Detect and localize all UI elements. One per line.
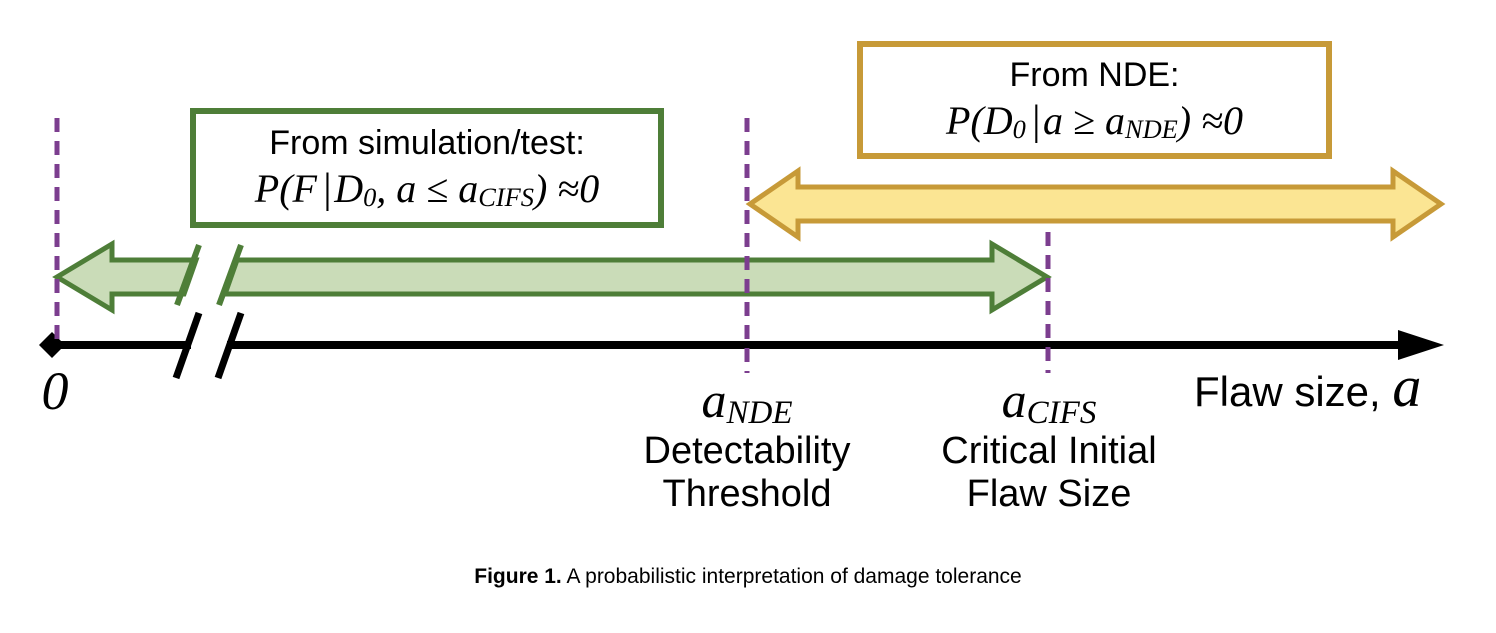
axis-arrowhead xyxy=(1398,330,1444,360)
formula-term: ) ≈0 xyxy=(1177,97,1244,143)
nde-callout-title: From NDE: xyxy=(1009,56,1180,95)
figure-caption: Figure 1. A probabilistic interpretation… xyxy=(0,565,1496,589)
origin-zero-label: 0 xyxy=(41,361,69,421)
simulation-callout-title: From simulation/test: xyxy=(269,124,585,163)
formula-subscript: CIFS xyxy=(478,182,534,213)
nde-marker-label: aNDE Detectability Threshold xyxy=(627,374,867,515)
marker-var-subscript: CIFS xyxy=(1026,394,1097,431)
conditional-bar: | xyxy=(1032,97,1041,144)
caption-number: Figure 1. xyxy=(474,565,562,588)
formula-term: P(F xyxy=(254,165,317,211)
nde-range-arrow xyxy=(745,166,1446,242)
cifs-desc-line1: Critical Initial xyxy=(941,430,1157,472)
cifs-marker-symbol: aCIFS xyxy=(917,372,1181,430)
axis-break-slash-right xyxy=(214,311,245,380)
arrow-break-slash-right xyxy=(216,243,244,307)
caption-text: A probabilistic interpretation of damage… xyxy=(561,565,1022,588)
simulation-callout-box: From simulation/test: P(F|D0, a ≤ aCIFS)… xyxy=(190,108,664,228)
flaw-size-axis-label: Flaw size, a xyxy=(1194,358,1421,416)
simulation-range-arrow-right xyxy=(221,239,1052,315)
nde-formula: P(D0|a ≥ aNDE) ≈0 xyxy=(946,97,1243,145)
cifs-marker-desc: Critical Initial Flaw Size xyxy=(917,430,1181,515)
formula-term: P(D xyxy=(945,97,1013,143)
nde-callout-box: From NDE: P(D0|a ≥ aNDE) ≈0 xyxy=(857,41,1332,159)
conditional-bar: | xyxy=(323,165,332,212)
axis-break-slash-left xyxy=(172,311,203,380)
formula-term: , a ≤ a xyxy=(376,165,479,211)
nde-marker-desc: Detectability Threshold xyxy=(627,430,867,515)
axis-label-text: Flaw size, xyxy=(1194,368,1393,415)
formula-subscript: 0 xyxy=(363,182,377,213)
arrow-break-slash-left xyxy=(174,243,202,307)
marker-var: a xyxy=(1001,372,1027,428)
origin-diamond-marker xyxy=(39,332,65,358)
formula-term: ) ≈0 xyxy=(533,165,600,211)
simulation-formula: P(F|D0, a ≤ aCIFS) ≈0 xyxy=(255,165,599,213)
nde-desc-line2: Threshold xyxy=(662,472,832,515)
formula-subscript: NDE xyxy=(1124,114,1178,145)
marker-var-subscript: NDE xyxy=(726,394,793,431)
marker-var: a xyxy=(701,372,727,428)
formula-term: a ≥ a xyxy=(1043,97,1125,143)
formula-term: D xyxy=(334,165,364,211)
cifs-desc-line2: Flaw Size xyxy=(966,472,1132,515)
simulation-range-arrow-left xyxy=(52,239,200,315)
nde-marker-symbol: aNDE xyxy=(627,372,867,430)
nde-desc-line1: Detectability xyxy=(643,430,851,472)
cifs-marker-label: aCIFS Critical Initial Flaw Size xyxy=(917,374,1181,515)
axis-label-variable: a xyxy=(1392,354,1422,419)
formula-subscript: 0 xyxy=(1012,114,1026,145)
